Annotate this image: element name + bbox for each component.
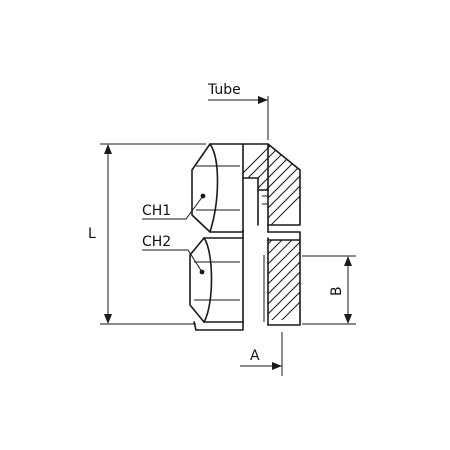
thread-b-dimension [302,255,356,325]
ch1-hex-nut [191,143,244,233]
tube-label: Tube [207,82,241,98]
ch2-leader [142,249,203,273]
length-label: L [88,226,96,242]
ch2-label: CH2 [142,234,171,250]
tube-indicator [208,96,269,140]
fitting-cross-section [242,143,301,326]
dim-a-label: A [250,348,260,364]
length-dimension [100,143,206,325]
thread-b-label: B [329,286,345,296]
ch1-leader [142,195,204,220]
ch1-label: CH1 [142,203,171,219]
dim-a-indicator [240,332,283,376]
ch2-hex-body [189,237,244,331]
